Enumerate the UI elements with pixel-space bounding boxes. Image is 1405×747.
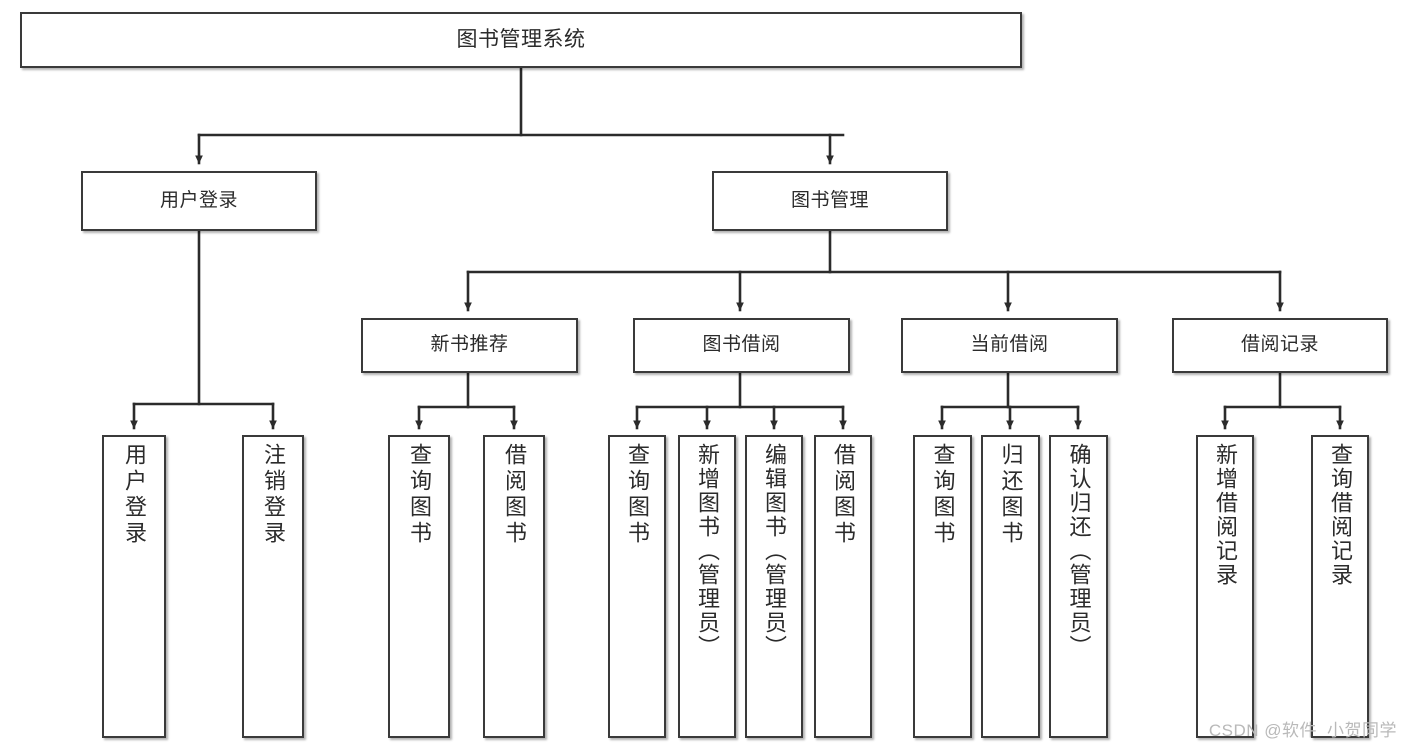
node-leaf-borrow-book-1-label: 借阅图书 — [502, 443, 527, 547]
node-leaf-add-book-label: 新增图书（管理员） — [695, 443, 720, 659]
node-leaf-query-book-2[interactable]: 查询图书 — [608, 435, 666, 738]
node-book-manage-label: 图书管理 — [790, 189, 869, 211]
node-book-borrow[interactable]: 图书借阅 — [633, 318, 850, 373]
node-current-loan[interactable]: 当前借阅 — [901, 318, 1118, 373]
node-loan-record-label: 借阅记录 — [1240, 334, 1319, 356]
node-leaf-query-book-1[interactable]: 查询图书 — [388, 435, 450, 738]
node-leaf-user-logout[interactable]: 注销登录 — [242, 435, 304, 738]
node-leaf-return-book-label: 归还图书 — [998, 443, 1024, 547]
node-user-login-label: 用户登录 — [159, 189, 238, 211]
node-book-manage[interactable]: 图书管理 — [712, 171, 948, 231]
node-leaf-add-record-label: 新增借阅记录 — [1213, 443, 1238, 587]
node-leaf-return-book[interactable]: 归还图书 — [981, 435, 1040, 738]
node-leaf-query-book-3[interactable]: 查询图书 — [913, 435, 972, 738]
node-leaf-query-record-label: 查询借阅记录 — [1328, 443, 1353, 587]
node-current-loan-label: 当前借阅 — [970, 334, 1049, 356]
node-leaf-confirm-return-label: 确认归还（管理员） — [1066, 443, 1092, 659]
node-leaf-confirm-return[interactable]: 确认归还（管理员） — [1049, 435, 1108, 738]
node-leaf-add-book[interactable]: 新增图书（管理员） — [678, 435, 736, 738]
node-root-label: 图书管理系统 — [456, 27, 586, 51]
node-leaf-query-record[interactable]: 查询借阅记录 — [1311, 435, 1369, 738]
node-book-borrow-label: 图书借阅 — [702, 334, 781, 356]
node-loan-record[interactable]: 借阅记录 — [1172, 318, 1388, 373]
node-leaf-query-book-2-label: 查询图书 — [625, 443, 650, 547]
node-new-book-rec-label: 新书推荐 — [430, 334, 509, 356]
node-leaf-query-book-1-label: 查询图书 — [407, 443, 432, 547]
node-leaf-user-login[interactable]: 用户登录 — [102, 435, 166, 738]
node-leaf-borrow-book-2[interactable]: 借阅图书 — [814, 435, 872, 738]
node-new-book-rec[interactable]: 新书推荐 — [361, 318, 578, 373]
node-leaf-edit-book[interactable]: 编辑图书（管理员） — [745, 435, 803, 738]
node-leaf-borrow-book-2-label: 借阅图书 — [831, 443, 856, 547]
node-leaf-borrow-book-1[interactable]: 借阅图书 — [483, 435, 545, 738]
node-root[interactable]: 图书管理系统 — [20, 12, 1022, 68]
csdn-watermark: CSDN @软件_小贺同学 — [1208, 721, 1397, 740]
node-leaf-edit-book-label: 编辑图书（管理员） — [762, 443, 787, 659]
node-user-login[interactable]: 用户登录 — [81, 171, 317, 231]
node-leaf-add-record[interactable]: 新增借阅记录 — [1196, 435, 1254, 738]
node-leaf-user-logout-label: 注销登录 — [261, 443, 286, 547]
node-leaf-user-login-label: 用户登录 — [122, 443, 147, 547]
node-leaf-query-book-3-label: 查询图书 — [930, 443, 956, 547]
